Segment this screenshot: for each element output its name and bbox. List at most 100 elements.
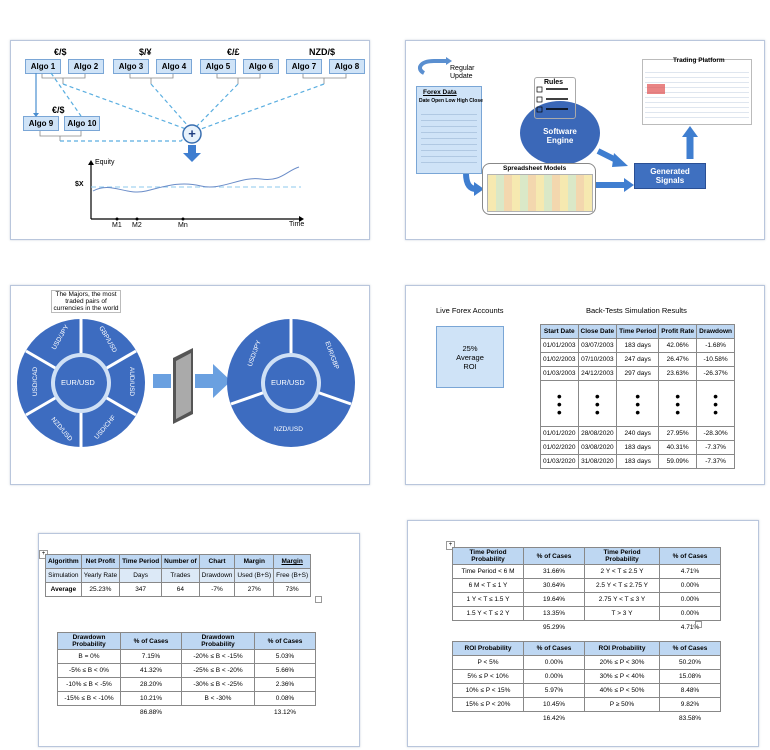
cell: Trades	[161, 568, 200, 583]
cell: -26.37%	[696, 366, 735, 381]
column-header: Start Date	[540, 324, 579, 339]
cell: 13.35%	[523, 606, 585, 621]
algo-box: Algo 4	[156, 59, 192, 74]
cell: 31/08/2020	[577, 454, 618, 469]
column-header: Chart	[198, 554, 236, 569]
ellipsis-dots: •••	[658, 380, 698, 427]
backtest-title: Back-Tests Simulation Results	[586, 306, 687, 315]
cell: 2.75 Y < T ≤ 3 Y	[584, 592, 660, 607]
cell: 0.00%	[523, 655, 585, 670]
cell: 07/10/2003	[577, 352, 618, 367]
table-row: 15% ≤ P < 20%10.45%P ≥ 50%9.82%	[452, 697, 721, 712]
cell: 2.5 Y < T ≤ 2.75 Y	[584, 578, 660, 593]
wheel-segment: AUD/USD	[128, 366, 136, 397]
cell: 25.23%	[80, 582, 121, 597]
column-header: % of Cases	[659, 641, 721, 656]
platform-grid	[645, 68, 749, 122]
cell: Average	[45, 582, 82, 597]
cell: 30.64%	[523, 578, 585, 593]
cell: 1.5 Y < T ≤ 2 Y	[452, 606, 524, 621]
total-cell: 83.58%	[678, 715, 702, 722]
right-wheel-center: EUR/USD	[271, 378, 305, 387]
cell: 0.00%	[659, 606, 721, 621]
cell: Time Period < 6 M	[452, 564, 524, 579]
cell: 2.36%	[254, 677, 316, 692]
cell: 64	[161, 582, 200, 597]
milestone-label: M1	[112, 222, 122, 229]
cell: 01/02/2003	[540, 352, 579, 367]
column-header: Close Date	[577, 324, 618, 339]
majors-caption: The Majors, the most traded pairs of cur…	[51, 290, 121, 313]
cell: 10% ≤ P < 15%	[452, 683, 524, 698]
forex-data-title: Forex Data	[423, 89, 457, 96]
cell: 183 days	[616, 338, 660, 353]
cell: 01/01/2020	[540, 426, 579, 441]
table-row: 10% ≤ P < 15%5.97%40% ≤ P < 50%8.48%	[452, 683, 721, 698]
cell: 0.00%	[659, 592, 721, 607]
equity-label: Equity	[95, 159, 115, 166]
cell: 26.47%	[658, 352, 698, 367]
table-row: -10% ≤ B < -5%28.20%-30% ≤ B < -25%2.36%	[57, 677, 316, 692]
cell: 01/02/2020	[540, 440, 579, 455]
forex-columns: Date Open Low High Close	[419, 98, 483, 104]
algo-box: Algo 9	[23, 116, 59, 131]
cell: 01/03/2003	[540, 366, 579, 381]
wheel-segment: NZD/USD	[274, 426, 303, 433]
cell: 1 Y < T ≤ 1.5 Y	[452, 592, 524, 607]
algo-box: Algo 3	[113, 59, 149, 74]
cell: 10.45%	[523, 697, 585, 712]
cell: Free (B+S)	[273, 568, 312, 583]
table-resize-handle-icon[interactable]	[315, 596, 322, 603]
cell: 40.31%	[658, 440, 698, 455]
column-header: % of Cases	[523, 547, 585, 565]
table-move-handle-icon[interactable]: +	[446, 541, 455, 550]
cell: Drawdown	[198, 568, 236, 583]
roi-text: Average	[456, 352, 484, 362]
cell: 30% ≤ P < 40%	[584, 669, 660, 684]
cell: 183 days	[616, 454, 660, 469]
algo-box: Algo 2	[68, 59, 104, 74]
cell: 0.00%	[659, 578, 721, 593]
cell: -7.37%	[696, 440, 735, 455]
total-cell: 13.12%	[273, 709, 297, 716]
currency-label: €/£	[227, 47, 240, 57]
time-label: Time	[289, 221, 305, 228]
spreadsheet-models-box: Spreadsheet Models	[482, 163, 596, 215]
live-accounts-title: Live Forex Accounts	[436, 306, 504, 315]
spreadsheet-label: Spreadsheet Models	[503, 165, 567, 172]
cell: P ≥ 50%	[584, 697, 660, 712]
table-row: -5% ≤ B < 0%41.32%-25% ≤ B < -20%5.66%	[57, 663, 316, 678]
cell: 50.20%	[659, 655, 721, 670]
cell: 42.06%	[658, 338, 698, 353]
cell: 0.00%	[523, 669, 585, 684]
cell: B < -30%	[181, 691, 255, 706]
cell: 19.64%	[523, 592, 585, 607]
cell: 0.08%	[254, 691, 316, 706]
cell: 24/12/2003	[577, 366, 618, 381]
left-wheel-center: EUR/USD	[61, 378, 95, 387]
cell: 247 days	[616, 352, 660, 367]
milestone-label: M2	[132, 222, 142, 229]
table-row: P < 5%0.00%20% ≤ P < 30%50.20%	[452, 655, 721, 670]
column-header: Drawdown	[696, 324, 735, 339]
cell: 5.66%	[254, 663, 316, 678]
table-resize-handle-icon[interactable]	[695, 621, 702, 628]
panel-algo-portfolio: €/$ $/¥ €/£ NZD/$ Algo 1 Algo 2 Algo 3 A…	[10, 40, 370, 240]
panel-software-engine: Rules Software Engine Regular Update For…	[405, 40, 765, 240]
table-total-row: 86.88%13.12%	[58, 706, 316, 720]
cell: 03/08/2020	[577, 440, 618, 455]
cell: 15% ≤ P < 20%	[452, 697, 524, 712]
cell: 5.97%	[523, 683, 585, 698]
column-header: Net Profit	[80, 554, 121, 569]
cell: B = 0%	[57, 649, 121, 664]
cell: 23.63%	[658, 366, 698, 381]
cell: -28.30%	[696, 426, 735, 441]
total-cell: 16.42%	[542, 715, 566, 722]
